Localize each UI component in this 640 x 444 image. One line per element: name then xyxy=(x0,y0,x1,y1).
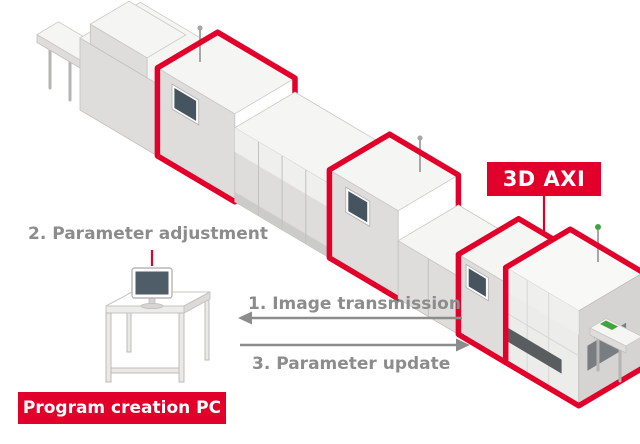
step-2-label: 2. Parameter adjustment xyxy=(28,224,269,244)
conveyor-belt xyxy=(589,318,640,347)
desk-leg xyxy=(178,312,185,383)
machine3-screen xyxy=(468,268,486,297)
arrow-right-head-icon xyxy=(456,338,470,352)
production-line-illustration xyxy=(36,0,640,409)
machine2-screen xyxy=(348,191,368,223)
step-1-label: 1. Image transmission xyxy=(248,294,461,314)
desk-leg xyxy=(204,298,210,361)
axi-board-slot xyxy=(508,328,562,374)
highlighted-machine-1 xyxy=(154,25,298,205)
desk-crossbar xyxy=(110,367,180,374)
image-transmission-arrow xyxy=(238,311,462,325)
axi-upper-band xyxy=(505,267,579,335)
monitor-screen xyxy=(135,271,169,295)
signal-tower-tip xyxy=(197,25,203,31)
axi-seam xyxy=(505,312,580,357)
red-highlight-outline-axi xyxy=(502,226,640,409)
signal-tower-green-lamp xyxy=(595,224,601,230)
pc-badge: Program creation PC xyxy=(18,392,226,424)
desk-leg xyxy=(105,312,112,383)
arrow-left-head-icon xyxy=(238,311,252,325)
machine1-screen xyxy=(174,88,197,121)
pcb-board-icon xyxy=(600,320,618,330)
monitor-base xyxy=(140,302,164,309)
parameter-update-arrow xyxy=(240,338,470,352)
signal-tower-tip xyxy=(417,135,423,141)
step-3-label: 3. Parameter update xyxy=(252,354,451,374)
pc-desk-illustration xyxy=(105,267,211,383)
axi-badge: 3D AXI xyxy=(487,162,601,196)
highlighted-machine-3 xyxy=(455,215,569,366)
outfeed-conveyor xyxy=(589,318,640,383)
desk-side xyxy=(183,291,211,314)
highlighted-machine-2 xyxy=(326,131,462,302)
loader-hood-top xyxy=(89,0,187,59)
